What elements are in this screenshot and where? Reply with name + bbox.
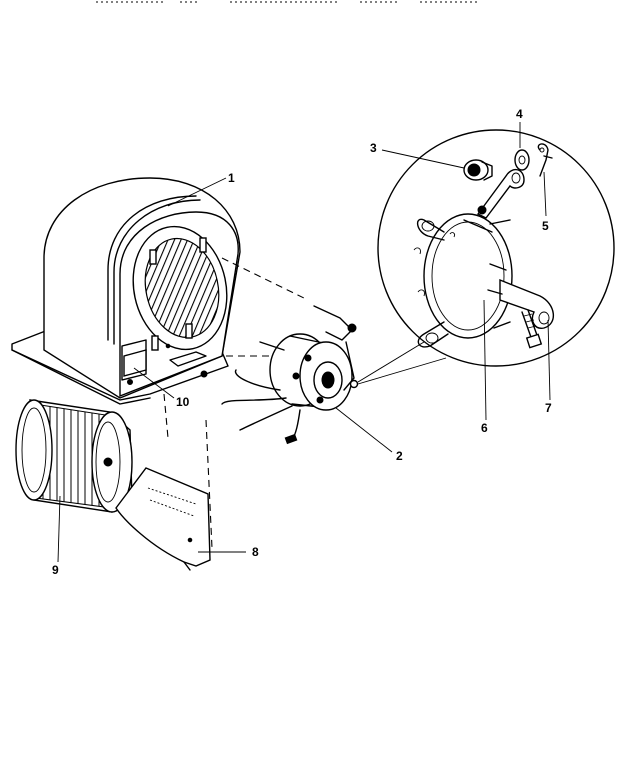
motor-mount-arm	[487, 263, 554, 329]
callout-2: 2	[396, 449, 403, 463]
capacitor	[123, 349, 147, 377]
callout-5: 5	[542, 219, 549, 233]
callout-leaders	[57, 122, 551, 563]
blower-housing	[11, 177, 241, 405]
washer	[514, 149, 530, 171]
retaining-clip	[537, 143, 553, 177]
callout-labels: 1 2 3 4 5 6 7 8 9 10	[52, 107, 552, 577]
callout-1: 1	[228, 171, 235, 185]
callout-9: 9	[52, 563, 59, 577]
blower-wheel	[15, 399, 133, 513]
callout-10: 10	[176, 395, 190, 409]
callout-7: 7	[545, 401, 552, 415]
callout-4: 4	[516, 107, 523, 121]
callout-6: 6	[481, 421, 488, 435]
blower-panel	[115, 467, 211, 571]
mount-bolt	[521, 309, 543, 349]
blower-motor	[221, 305, 359, 445]
alignment-lines	[163, 257, 309, 549]
rubber-grommet	[463, 159, 493, 181]
upper-arm-bracket	[463, 169, 525, 233]
magnifier-leaders	[357, 341, 447, 385]
callout-3: 3	[370, 141, 377, 155]
callout-8: 8	[252, 545, 259, 559]
